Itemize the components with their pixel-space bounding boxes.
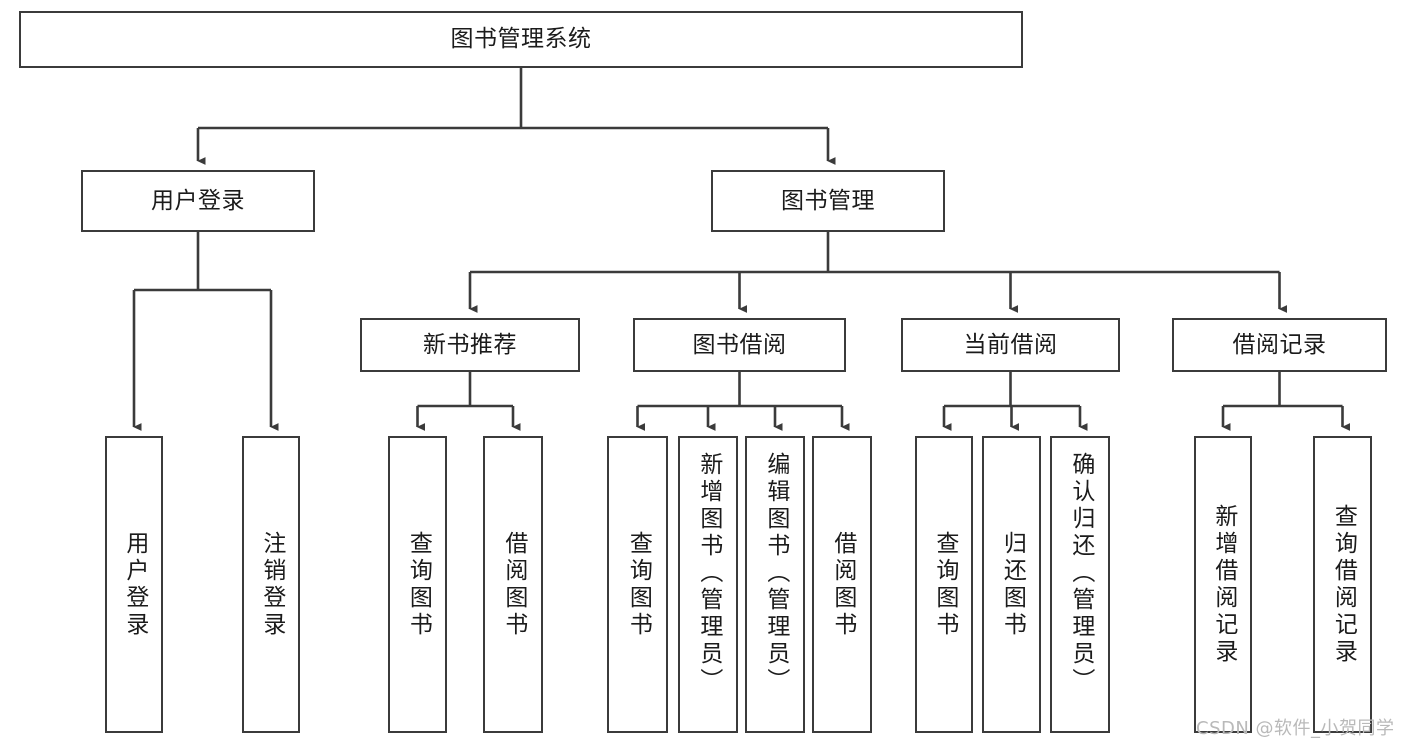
node-label-book-manage: 图书管理: [781, 187, 875, 214]
node-label-root: 图书管理系统: [450, 26, 592, 52]
node-leaf-query-book-2[interactable]: 查询图书: [607, 436, 668, 733]
watermark-csdn: CSDN @软件_小贺同学: [1196, 718, 1395, 739]
node-label-new-book-rec: 新书推荐: [423, 331, 517, 358]
node-leaf-query-book-1[interactable]: 查询图书: [388, 436, 447, 733]
node-leaf-borrow-book-2[interactable]: 借阅图书: [812, 436, 872, 733]
node-leaf-borrow-book-1[interactable]: 借阅图书: [483, 436, 543, 733]
node-new-book-rec[interactable]: 新书推荐: [360, 318, 580, 372]
node-label-user-login: 用户登录: [151, 187, 245, 214]
node-label-leaf-return-book: 归还图书: [999, 530, 1026, 639]
node-leaf-add-record[interactable]: 新增借阅记录: [1194, 436, 1252, 733]
node-label-leaf-edit-book: 编辑图书（管理员）: [762, 452, 789, 695]
node-leaf-query-record[interactable]: 查询借阅记录: [1313, 436, 1372, 733]
node-leaf-confirm-return[interactable]: 确认归还（管理员）: [1050, 436, 1110, 733]
node-book-borrow[interactable]: 图书借阅: [633, 318, 846, 372]
node-label-leaf-borrow-book-1: 借阅图书: [500, 530, 527, 639]
node-leaf-user-login[interactable]: 用户登录: [105, 436, 163, 733]
node-label-leaf-add-book: 新增图书（管理员）: [695, 452, 722, 695]
node-label-leaf-add-record: 新增借阅记录: [1210, 503, 1237, 666]
node-user-login[interactable]: 用户登录: [81, 170, 315, 232]
node-leaf-edit-book[interactable]: 编辑图书（管理员）: [745, 436, 805, 733]
node-label-leaf-user-login: 用户登录: [121, 530, 148, 639]
node-root[interactable]: 图书管理系统: [19, 11, 1023, 68]
node-current-borrow[interactable]: 当前借阅: [901, 318, 1120, 372]
node-label-leaf-query-book-1: 查询图书: [405, 530, 432, 639]
node-label-leaf-query-book-2: 查询图书: [625, 530, 652, 639]
node-leaf-logout[interactable]: 注销登录: [242, 436, 300, 733]
node-leaf-return-book[interactable]: 归还图书: [982, 436, 1041, 733]
node-label-leaf-query-record: 查询借阅记录: [1330, 503, 1357, 666]
node-label-borrow-record: 借阅记录: [1232, 331, 1327, 358]
node-label-leaf-logout: 注销登录: [258, 530, 285, 639]
node-leaf-query-book-3[interactable]: 查询图书: [915, 436, 973, 733]
node-label-leaf-borrow-book-2: 借阅图书: [829, 530, 856, 639]
node-book-manage[interactable]: 图书管理: [711, 170, 945, 232]
node-leaf-add-book[interactable]: 新增图书（管理员）: [678, 436, 738, 733]
node-label-leaf-query-book-3: 查询图书: [931, 530, 958, 639]
node-label-current-borrow: 当前借阅: [963, 331, 1058, 358]
node-borrow-record[interactable]: 借阅记录: [1172, 318, 1387, 372]
node-label-leaf-confirm-return: 确认归还（管理员）: [1067, 452, 1094, 695]
node-label-book-borrow: 图书借阅: [692, 331, 787, 358]
